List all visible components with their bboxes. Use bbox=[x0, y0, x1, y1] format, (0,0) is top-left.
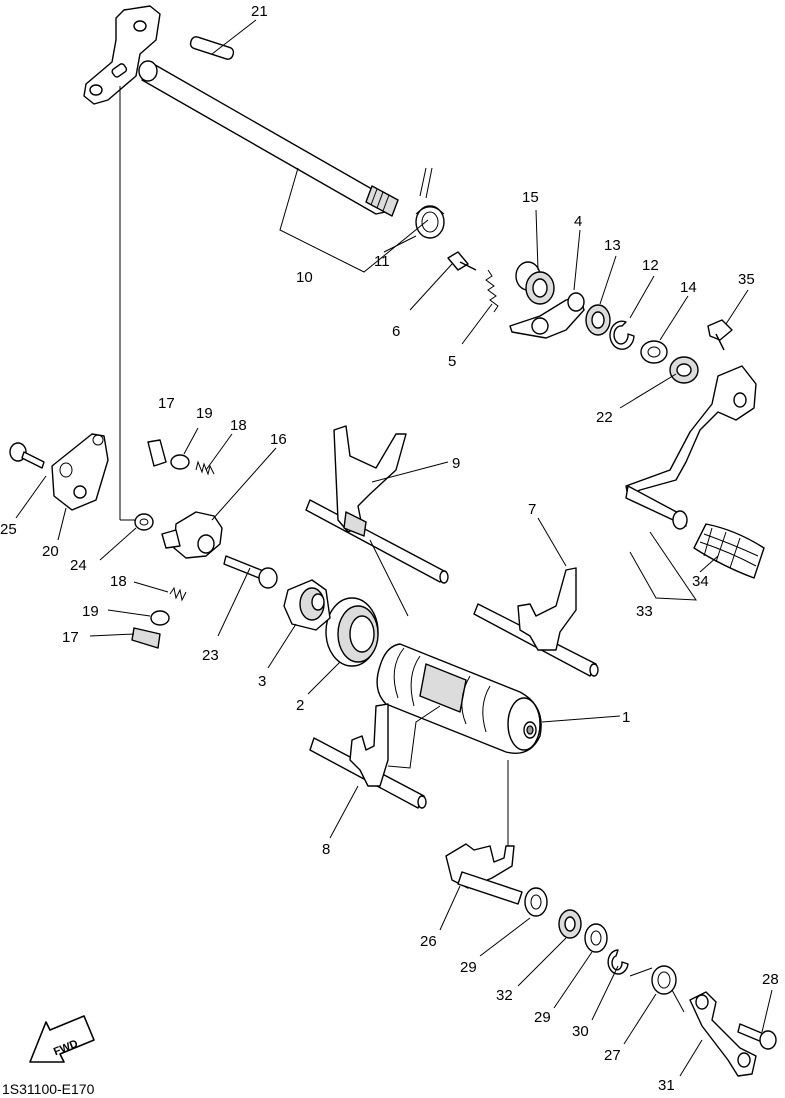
callout-26: 26 bbox=[420, 933, 437, 950]
callout-leaders bbox=[15, 19, 773, 1077]
callout-20: 20 bbox=[42, 543, 59, 560]
stopper-lever bbox=[509, 292, 585, 339]
segment-bolt bbox=[223, 555, 278, 589]
assembly-guide-lines bbox=[119, 86, 509, 846]
callout-12: 12 bbox=[642, 257, 659, 274]
callout-1: 1 bbox=[622, 709, 630, 726]
circlip-12 bbox=[609, 320, 635, 350]
callout-31: 31 bbox=[658, 1077, 675, 1094]
callout-30: 30 bbox=[572, 1023, 589, 1040]
shift-drum bbox=[376, 643, 542, 754]
callout-7: 7 bbox=[528, 501, 536, 518]
callout-28: 28 bbox=[762, 971, 779, 988]
callout-24: 24 bbox=[70, 557, 87, 574]
stopper-spring bbox=[485, 269, 499, 313]
pawl-17-top bbox=[147, 439, 167, 467]
callout-32: 32 bbox=[496, 987, 513, 1004]
callout-numbers: 21 10 11 15 4 13 12 14 35 6 5 22 9 17 19… bbox=[0, 3, 779, 1094]
shift-shaft-return-spring bbox=[415, 167, 445, 239]
washer-29-b bbox=[584, 923, 608, 953]
callout-2: 2 bbox=[296, 697, 304, 714]
washer-14 bbox=[640, 340, 668, 364]
callout-5: 5 bbox=[448, 353, 456, 370]
callout-4: 4 bbox=[574, 213, 582, 230]
collar bbox=[515, 261, 555, 305]
callout-18-bottom: 18 bbox=[110, 573, 127, 590]
callout-17-bottom: 17 bbox=[62, 629, 79, 646]
drawing-code: 1S31100-E170 bbox=[2, 1081, 95, 1097]
callout-9: 9 bbox=[452, 455, 460, 472]
pawl-pin-19-top bbox=[170, 454, 190, 470]
segment bbox=[283, 579, 331, 631]
shift-pedal bbox=[625, 365, 757, 530]
pedal-bolt bbox=[707, 319, 733, 351]
callout-3: 3 bbox=[258, 673, 266, 690]
callout-16: 16 bbox=[270, 431, 287, 448]
oil-seal-22 bbox=[669, 356, 699, 384]
washer-13 bbox=[585, 304, 611, 336]
spring-18-bottom bbox=[169, 586, 187, 602]
stopper-bolt bbox=[447, 251, 477, 271]
callout-22: 22 bbox=[596, 409, 613, 426]
callout-34: 34 bbox=[692, 573, 709, 590]
spring-18-top bbox=[195, 460, 215, 476]
callout-18-top: 18 bbox=[230, 417, 247, 434]
pawl-pin-19-bottom bbox=[150, 610, 170, 626]
lever-31 bbox=[689, 991, 757, 1077]
callout-29-a: 29 bbox=[460, 959, 477, 976]
callout-19-bottom: 19 bbox=[82, 603, 99, 620]
callout-8: 8 bbox=[322, 841, 330, 858]
nut-24 bbox=[134, 513, 154, 531]
shift-fork-8 bbox=[309, 703, 427, 809]
fwd-arrow-icon: FWD bbox=[29, 1015, 95, 1063]
bolt-28 bbox=[737, 1023, 777, 1050]
callout-15: 15 bbox=[522, 189, 539, 206]
callout-14: 14 bbox=[680, 279, 697, 296]
callout-35: 35 bbox=[738, 271, 755, 288]
callout-10: 10 bbox=[296, 269, 313, 286]
washer-29-a bbox=[524, 887, 548, 917]
callout-29-b: 29 bbox=[534, 1009, 551, 1026]
callout-21: 21 bbox=[251, 3, 268, 20]
stopper-plate-20 bbox=[51, 433, 109, 511]
callout-11: 11 bbox=[374, 253, 390, 270]
bearing bbox=[325, 597, 379, 667]
pawl-17-bottom bbox=[131, 627, 161, 649]
callout-13: 13 bbox=[604, 237, 621, 254]
pedal-rubber bbox=[693, 523, 765, 579]
bush-32 bbox=[558, 909, 582, 939]
shift-fork-9 bbox=[305, 425, 449, 584]
bolt-25 bbox=[9, 442, 45, 469]
callout-33: 33 bbox=[636, 603, 653, 620]
shift-shaft-assembly bbox=[83, 5, 399, 217]
shift-arm-26 bbox=[445, 843, 523, 905]
callout-19-top: 19 bbox=[196, 405, 213, 422]
callout-27: 27 bbox=[604, 1047, 621, 1064]
circlip-30 bbox=[607, 949, 629, 975]
callout-17-top: 17 bbox=[158, 395, 175, 412]
shift-lever-assembly bbox=[161, 511, 223, 559]
shift-fork-7 bbox=[473, 567, 599, 677]
callout-25: 25 bbox=[0, 521, 17, 538]
torsion-spring-27 bbox=[629, 965, 685, 1013]
callout-6: 6 bbox=[392, 323, 400, 340]
callout-23: 23 bbox=[202, 647, 219, 664]
